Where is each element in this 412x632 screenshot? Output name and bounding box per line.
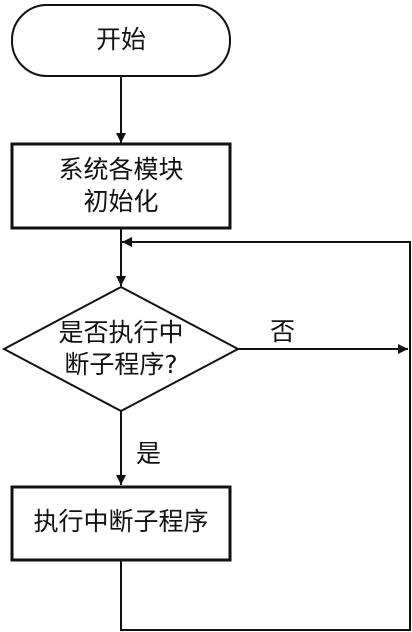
decision-label: 是否执行中 断子程序? [21, 317, 221, 381]
edge-label-yes: 是 [136, 439, 162, 468]
start-label: 开始 [95, 25, 146, 54]
loop-back-line [120, 237, 411, 631]
init-label-line-1: 系统各模块 [58, 155, 184, 184]
interrupt-label: 执行中断子程序 [33, 507, 209, 536]
init-label-line-2: 初始化 [83, 187, 159, 216]
edge-label-no: 否 [270, 317, 296, 346]
decision-label-line-2: 断子程序? [64, 350, 178, 379]
decision-label-line-1: 是否执行中 [58, 318, 184, 347]
init-label: 系统各模块 初始化 [12, 154, 230, 218]
